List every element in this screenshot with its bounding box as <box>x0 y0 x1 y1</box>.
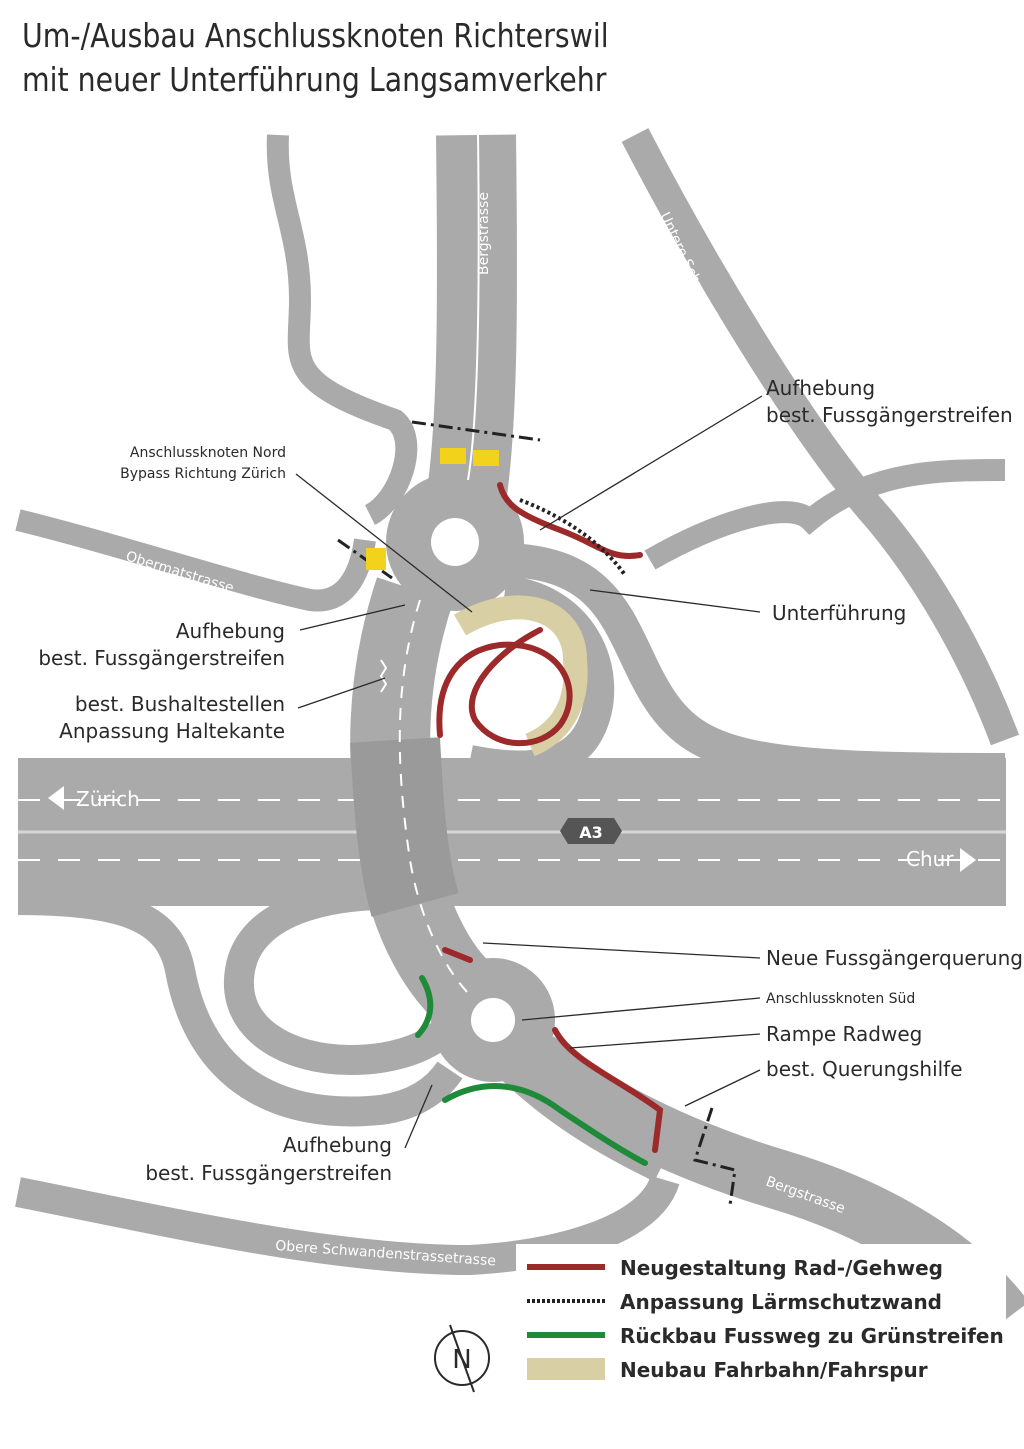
annotation-querungshilfe: best. Querungshilfe <box>766 1057 963 1081</box>
motorway-a3 <box>18 737 1006 917</box>
red-paths <box>436 482 664 1153</box>
arrow-east-icon <box>960 848 976 872</box>
road-ne-branch <box>644 459 1006 570</box>
arrow-west-icon <box>48 786 64 810</box>
legend-label-green: Rückbau Fussweg zu Grünstreifen <box>620 1324 1004 1348</box>
green-path-west <box>415 975 434 1038</box>
a3-shield-label: A3 <box>579 823 603 842</box>
crossing-west <box>366 548 386 570</box>
annotation-unterfuehrung: Unterführung <box>772 601 906 625</box>
annotation-aufhebung-w-1: Aufhebung <box>176 619 285 643</box>
noise-barrier-adjustment <box>519 498 627 577</box>
title-line-2: mit neuer Unterführung Langsamverkehr <box>22 60 607 99</box>
road-sw-ramp <box>17 885 463 1127</box>
road-untere-schwandenstrasse <box>621 128 1020 746</box>
crossing-north-1 <box>440 448 466 464</box>
legend-label-red: Neugestaltung Rad-/Gehweg <box>620 1256 943 1280</box>
roundabout-south <box>431 958 555 1082</box>
road-obere-schwandenstrasse <box>15 1174 680 1276</box>
green-path-south <box>442 1083 648 1166</box>
section-line-west <box>337 538 393 580</box>
green-paths <box>415 975 648 1166</box>
section-lines <box>337 420 737 1206</box>
annotation-aufhebung-s-2: best. Fussgängerstreifen <box>145 1161 392 1185</box>
roundabout-north <box>386 473 524 611</box>
map-title: Um-/Ausbau Anschlussknoten Richterswil m… <box>22 14 609 102</box>
red-path-rampe <box>552 1027 664 1153</box>
section-line-south <box>693 1107 737 1206</box>
north-arrow: N <box>434 1324 490 1393</box>
lane-line-corridor <box>398 599 471 996</box>
annotation-knoten-sued: Anschlussknoten Süd <box>766 991 915 1007</box>
title-line-1: Um-/Ausbau Anschlussknoten Richterswil <box>22 16 609 55</box>
annotation-neue-querung: Neue Fussgängerquerung <box>766 946 1023 970</box>
annotation-bushalt-2: Anpassung Haltekante <box>59 719 285 743</box>
direction-zurich: Zürich <box>76 787 140 811</box>
roundabout-south-island <box>471 998 515 1042</box>
overpass-bridge <box>350 737 459 917</box>
lane-line-bergstrasse <box>467 134 480 481</box>
legend-label-beige: Neubau Fahrbahn/Fahrspur <box>620 1358 928 1382</box>
a3-shield-shape <box>560 818 622 844</box>
bus-stop-marking <box>379 659 388 693</box>
red-path-ne <box>497 482 643 559</box>
a3-shield: A3 <box>560 818 622 844</box>
red-path-crossing <box>442 947 473 963</box>
road-obermatstrasse <box>15 509 376 612</box>
annotation-knoten-nord-1: Anschlussknoten Nord <box>130 445 286 461</box>
north-arrow-label: N <box>452 1345 471 1375</box>
leader-lines <box>295 395 763 1149</box>
roundabout-north-island <box>431 518 479 566</box>
crossing-marks <box>366 448 499 570</box>
annotation-aufhebung-w-2: best. Fussgängerstreifen <box>38 646 285 670</box>
annotation-aufhebung-ne-1: Aufhebung <box>766 376 875 400</box>
north-arrow-needle <box>449 1324 475 1393</box>
section-line-north <box>411 420 541 442</box>
direction-chur: Chur <box>906 847 954 871</box>
red-path-loop <box>436 627 573 747</box>
annotation-rampe: Rampe Radweg <box>766 1022 922 1046</box>
annotation-aufhebung-s-1: Aufhebung <box>283 1133 392 1157</box>
annotation-aufhebung-ne-2: best. Fussgängerstreifen <box>766 403 1013 427</box>
north-arrow-circle <box>434 1330 490 1386</box>
street-label-bergstrasse-north: Bergstrasse <box>476 192 492 275</box>
road-west-branch <box>266 134 418 525</box>
legend-label-dashed: Anpassung Lärmschutzwand <box>620 1290 942 1314</box>
legend-swatch-beige <box>527 1358 605 1380</box>
annotation-knoten-nord-2: Bypass Richtung Zürich <box>120 466 286 482</box>
crossing-north-2 <box>473 450 499 466</box>
annotation-bushalt-1: best. Bushaltestellen <box>75 692 285 716</box>
legend: Neugestaltung Rad-/Gehweg Anpassung Lärm… <box>516 1244 1006 1394</box>
